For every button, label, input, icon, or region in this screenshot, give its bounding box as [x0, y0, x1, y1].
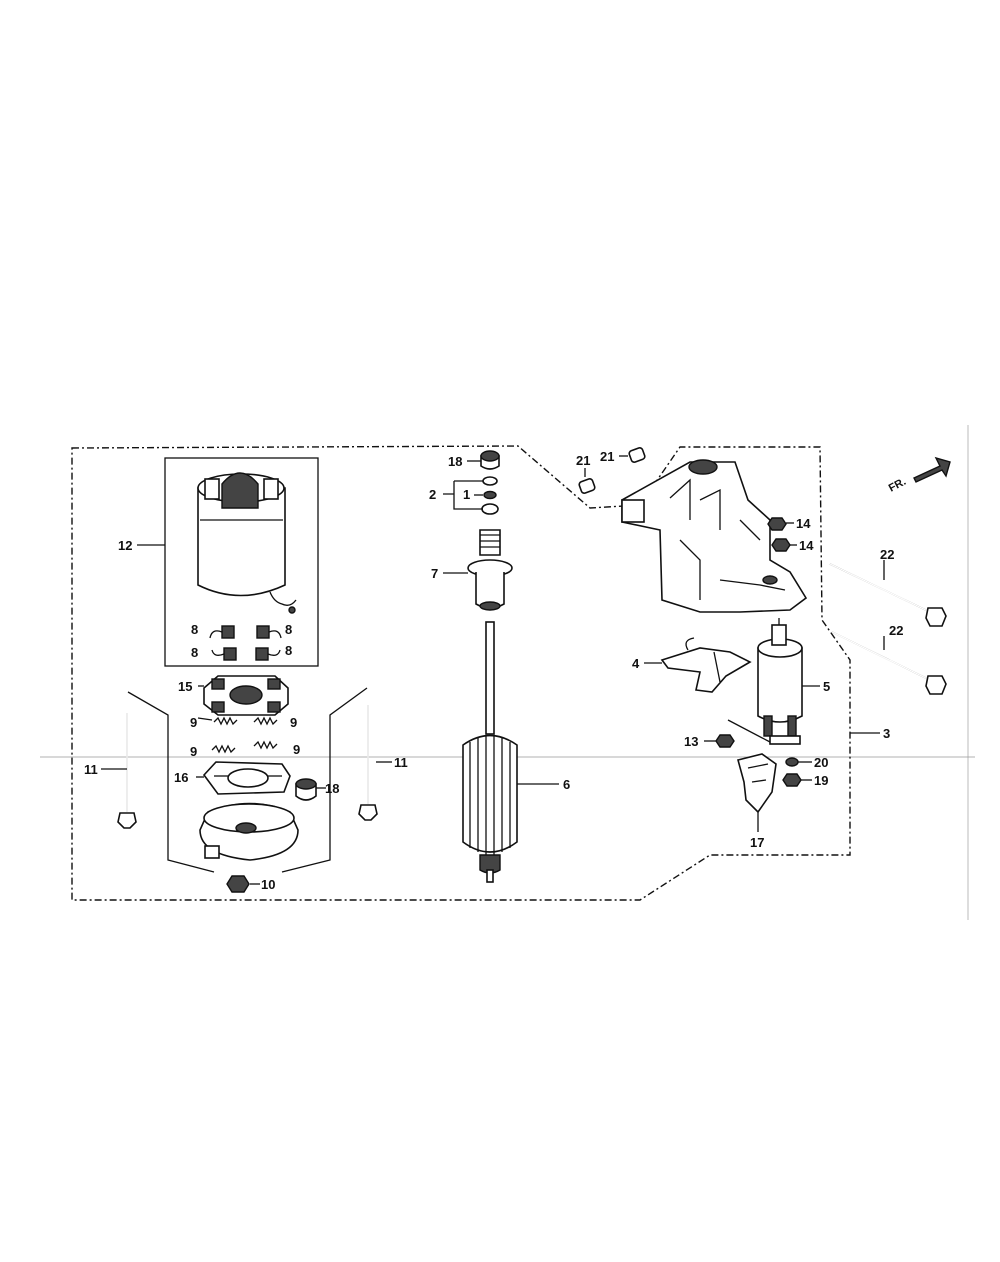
solenoid	[757, 618, 803, 745]
callout-19: 19	[814, 773, 828, 788]
bolts-22	[829, 563, 947, 695]
nut-13	[715, 734, 735, 748]
callout-7: 7	[431, 566, 438, 581]
bushing-lower	[295, 778, 317, 801]
yoke-brush-group-box	[164, 457, 319, 667]
group-bracket-lower-left	[127, 687, 368, 873]
callout-9d: 9	[293, 742, 300, 757]
callout-20: 20	[814, 755, 828, 770]
washers	[481, 476, 499, 515]
callout-14a: 14	[796, 516, 811, 531]
callout-9b: 9	[290, 715, 297, 730]
callout-22a: 22	[880, 547, 894, 562]
through-bolt-right	[358, 705, 378, 821]
callout-22b: 22	[889, 623, 903, 638]
callout-2: 2	[429, 487, 436, 502]
shift-lever	[660, 637, 752, 693]
brushes	[209, 625, 282, 661]
bushing-upper	[480, 450, 500, 470]
callout-11a: 11	[84, 762, 98, 777]
callout-5: 5	[823, 679, 830, 694]
nut-10	[226, 875, 250, 893]
callout-8a: 8	[191, 622, 198, 637]
rear-cover	[199, 802, 299, 861]
callout-8c: 8	[191, 645, 198, 660]
terminal-cover	[737, 753, 777, 814]
callout-11b: 11	[394, 755, 408, 770]
through-bolt-left	[117, 713, 137, 829]
brush-plate	[202, 761, 291, 795]
leader-lines	[101, 455, 885, 885]
callout-4: 4	[632, 656, 640, 671]
front-housing	[621, 459, 808, 613]
callout-6: 6	[563, 777, 570, 792]
front-direction-arrow	[913, 456, 951, 483]
yoke-assembly	[197, 472, 297, 614]
callout-9c: 9	[190, 744, 197, 759]
front-direction-label: FR.	[887, 476, 908, 495]
callout-13: 13	[684, 734, 698, 749]
dowel-pins	[578, 447, 646, 494]
brush-holder	[203, 675, 289, 716]
callout-labels: 12 8 8 8 8 15 9 9 9 9 11 11 16 18 10 18 …	[84, 449, 903, 892]
callout-21a: 21	[576, 453, 590, 468]
callout-14b: 14	[799, 538, 814, 553]
nut-19	[782, 773, 802, 787]
washer-20	[785, 757, 799, 767]
callout-9a: 9	[190, 715, 197, 730]
callout-1: 1	[463, 487, 470, 502]
armature	[462, 621, 518, 883]
nuts-14	[767, 517, 791, 552]
callout-16: 16	[174, 770, 188, 785]
callout-8b: 8	[285, 622, 292, 637]
callout-10: 10	[261, 877, 275, 892]
callout-15: 15	[178, 679, 192, 694]
solenoid-bracket	[727, 719, 771, 743]
callout-21b: 21	[600, 449, 614, 464]
callout-8d: 8	[285, 643, 292, 658]
pinion-clutch	[467, 529, 513, 611]
callout-18b: 18	[448, 454, 462, 469]
callout-12: 12	[118, 538, 132, 553]
callout-17: 17	[750, 835, 764, 850]
springs	[211, 716, 278, 754]
callout-3: 3	[883, 726, 890, 741]
assembly-outline	[71, 445, 851, 901]
callout-18a: 18	[325, 781, 339, 796]
